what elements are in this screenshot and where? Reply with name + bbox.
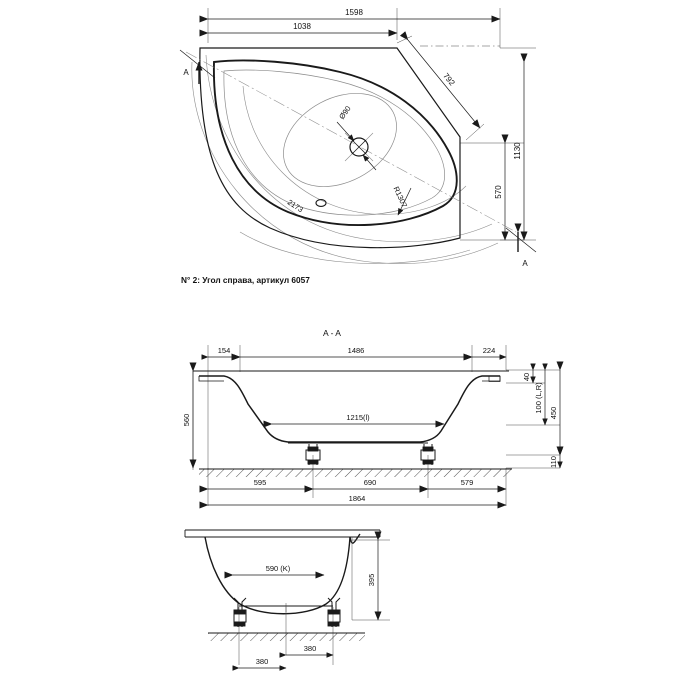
cross-section-bowl: [204, 533, 361, 615]
section-marker-a-bottom: A: [505, 223, 537, 268]
dim-450: 450: [549, 361, 564, 456]
bathtub-bowl: [223, 69, 445, 216]
dim-154-text: 154: [218, 346, 231, 355]
dim-579-text: 579: [461, 478, 474, 487]
dim-380-lower: 380: [232, 657, 287, 671]
dim-595: 595: [199, 478, 314, 493]
section-marker-a-top: A: [179, 49, 216, 84]
plan-extension-lines: [207, 8, 536, 241]
dim-590-k: 590 (K): [224, 564, 325, 579]
dim-1598-text: 1598: [345, 8, 363, 17]
dim-1215-text: 1215(l): [346, 413, 370, 422]
section-marker-a-bottom-label: A: [522, 259, 528, 268]
dim-r1307: R1307: [392, 185, 412, 216]
dim-690: 690: [304, 478, 429, 493]
drain-symbol: Ø90: [336, 104, 377, 171]
section-marker-a-top-label: A: [183, 68, 189, 77]
cross-section-view: 590 (K) 395 380: [184, 529, 390, 671]
dim-450-text: 450: [549, 407, 558, 420]
overflow-hole: [315, 199, 327, 207]
dim-560-text: 560: [182, 414, 191, 427]
dim-1864-text: 1864: [349, 494, 366, 503]
dim-154: 154: [201, 346, 241, 360]
dim-570-text: 570: [494, 185, 503, 199]
dim-380-upper-text: 380: [304, 644, 317, 653]
plan-view: 1598 1038 792 1130 570: [179, 8, 537, 268]
dim-792: 792: [396, 31, 485, 141]
dim-690-text: 690: [364, 478, 377, 487]
dim-100-lr: 100 (L,R): [534, 363, 548, 426]
dim-595-text: 595: [254, 478, 267, 487]
dim-1130-text: 1130: [513, 142, 522, 160]
dim-110-text: 110: [549, 456, 558, 468]
dim-579: 579: [419, 478, 507, 493]
dim-395: 395: [367, 531, 382, 621]
dim-1486: 1486: [231, 346, 473, 361]
dim-drain-text: Ø90: [337, 104, 353, 121]
section-aa-title: A - A: [323, 328, 341, 338]
dim-380-upper: 380: [279, 644, 334, 658]
dim-380-lower-text: 380: [256, 657, 269, 666]
bathtub-inner-rim: [213, 59, 458, 226]
plan-outer-arc-bottom: [239, 231, 471, 264]
dim-224-text: 224: [483, 346, 496, 355]
section-aa-legs: [288, 442, 436, 465]
dim-1130: 1130: [513, 53, 528, 241]
cross-section-floor: [208, 632, 365, 641]
dim-40-text: 40: [522, 373, 531, 381]
dim-395-text: 395: [367, 574, 376, 587]
dim-792-text: 792: [441, 71, 457, 87]
section-a-a: A - A 154 1486: [182, 328, 564, 509]
dim-1486-text: 1486: [348, 346, 365, 355]
dim-224: 224: [465, 346, 507, 360]
plan-caption: N° 2: Угол справа, артикул 6057: [181, 275, 310, 285]
dim-40: 40: [522, 363, 536, 384]
section-aa-profile: [193, 370, 509, 443]
dim-1598: 1598: [199, 8, 501, 23]
section-aa-floor: [199, 468, 512, 477]
dim-570: 570: [494, 134, 509, 241]
dim-1038-text: 1038: [293, 22, 311, 31]
dim-1038: 1038: [199, 22, 398, 37]
plan-construction-arcs: [191, 54, 499, 264]
section-aa-extension-lines: [192, 345, 560, 506]
dim-1864: 1864: [199, 494, 507, 509]
cross-section-rim: [184, 529, 381, 538]
dim-100-lr-text: 100 (L,R): [534, 382, 543, 414]
dim-590-k-text: 590 (K): [266, 564, 291, 573]
bathtub-outline: [199, 47, 461, 249]
cross-section-legs: [233, 597, 341, 627]
dim-110: 110: [549, 448, 563, 469]
dim-560: 560: [182, 362, 197, 469]
dim-1215: 1215(l): [263, 413, 445, 428]
